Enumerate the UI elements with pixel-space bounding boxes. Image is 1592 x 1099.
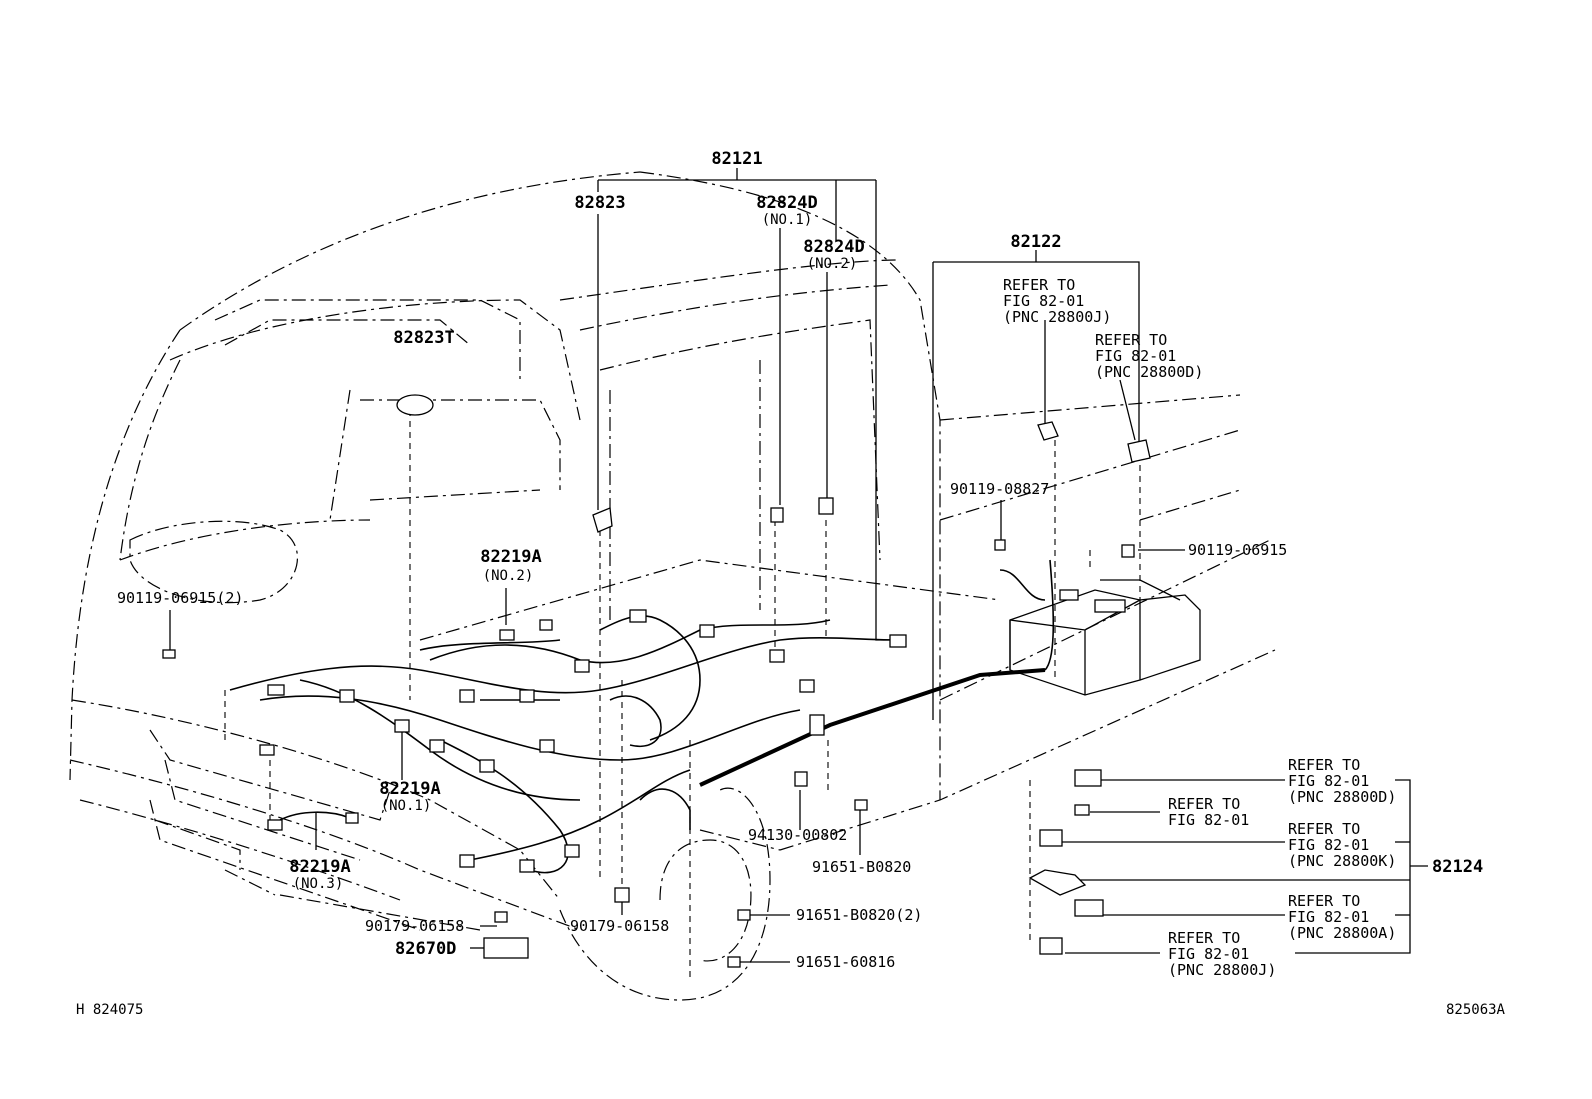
label-82219a-no2: 82219A	[480, 547, 541, 567]
label-82219a-no3: 82219A	[289, 857, 350, 877]
label-94130-00802: 94130-00802	[748, 826, 847, 844]
label-90179-06158-mid: 90179-06158	[570, 917, 669, 935]
vehicle-body-outline	[69, 171, 1276, 1001]
connectors	[162, 394, 1151, 968]
refer-top-a-line2: FIG 82-01	[1003, 292, 1084, 310]
drawing-code-left: H 824075	[76, 1002, 143, 1018]
label-90179-06158-left: 90179-06158	[365, 917, 464, 935]
label-82824d-no2: 82824D	[803, 237, 864, 257]
refer-top-a-line3: (PNC 28800J)	[1003, 308, 1111, 326]
refer-r1-line1: REFER TO	[1288, 756, 1360, 774]
refer-r4-line2: FIG 82-01	[1288, 908, 1369, 926]
label-82219a-no3-sub: (NO.3)	[293, 876, 344, 892]
dashed-guides	[224, 410, 1141, 980]
refer-top-b-line1: REFER TO	[1095, 331, 1167, 349]
refer-r5-line2: FIG 82-01	[1168, 945, 1249, 963]
label-82124: 82124	[1432, 857, 1483, 877]
refer-r4-line1: REFER TO	[1288, 892, 1360, 910]
refer-r5-line1: REFER TO	[1168, 929, 1240, 947]
label-91651-60816: 91651-60816	[796, 953, 895, 971]
label-82121: 82121	[711, 149, 762, 169]
label-82823t: 82823T	[393, 328, 454, 348]
refer-top-b-line3: (PNC 28800D)	[1095, 363, 1203, 381]
refer-r3-line2: FIG 82-01	[1288, 836, 1369, 854]
label-82824d-no1: 82824D	[756, 193, 817, 213]
label-91651-b0820-2: 91651-B0820(2)	[796, 906, 922, 924]
refer-top-a-line1: REFER TO	[1003, 276, 1075, 294]
part-labels: 82121 82823 82824D (NO.1) 82824D (NO.2) …	[76, 149, 1506, 1018]
label-82219a-no1-sub: (NO.1)	[381, 798, 432, 814]
label-82824d-no1-sub: (NO.1)	[762, 212, 813, 228]
label-82823: 82823	[574, 193, 625, 213]
harness-wires	[229, 559, 1055, 874]
label-82219a-no1: 82219A	[379, 779, 440, 799]
label-90119-06915-2: 90119-06915(2)	[117, 589, 243, 607]
battery-assembly	[1009, 579, 1201, 696]
label-82219a-no2-sub: (NO.2)	[483, 568, 534, 584]
refer-r4-line3: (PNC 28800A)	[1288, 924, 1396, 942]
label-90119-08827: 90119-08827	[950, 480, 1049, 498]
refer-top-b-line2: FIG 82-01	[1095, 347, 1176, 365]
label-91651-b0820: 91651-B0820	[812, 858, 911, 876]
label-82670d: 82670D	[395, 939, 456, 959]
refer-r1-line2: FIG 82-01	[1288, 772, 1369, 790]
refer-r2-line2: FIG 82-01	[1168, 811, 1249, 829]
label-82824d-no2-sub: (NO.2)	[807, 256, 858, 272]
refer-r5-line3: (PNC 28800J)	[1168, 961, 1276, 979]
refer-r2-line1: REFER TO	[1168, 795, 1240, 813]
label-90119-06915: 90119-06915	[1188, 541, 1287, 559]
refer-r3-line3: (PNC 28800K)	[1288, 852, 1396, 870]
refer-r3-line1: REFER TO	[1288, 820, 1360, 838]
label-82122: 82122	[1010, 232, 1061, 252]
drawing-code-right: 825063A	[1446, 1002, 1506, 1018]
leader-lines	[169, 168, 1428, 963]
refer-r1-line3: (PNC 28800D)	[1288, 788, 1396, 806]
